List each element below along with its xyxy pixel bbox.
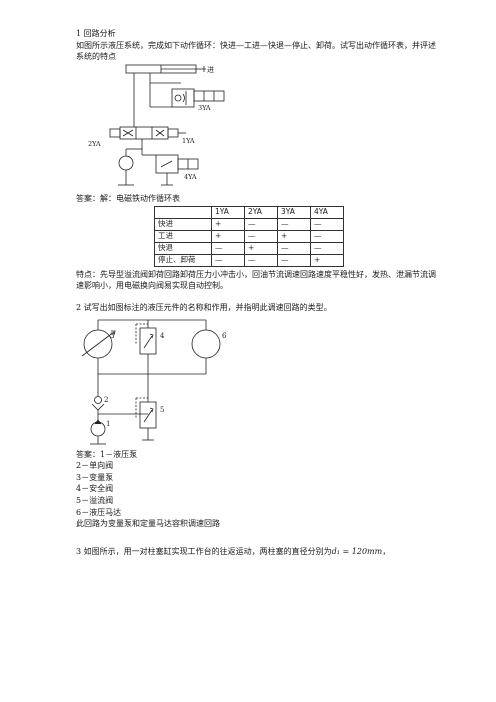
table-row: 快进 + — — — (154, 218, 344, 232)
table-cell: — (244, 253, 278, 267)
solenoid-action-table: 1YA 2YA 3YA 4YA 快进 + — — — 工进 + — + — 快退… (154, 206, 344, 267)
table-cell: — (277, 218, 311, 232)
label-1ya: 1YA (182, 137, 195, 145)
label-1: 1 (106, 420, 110, 428)
table-header-row: 1YA 2YA 3YA 4YA (154, 206, 344, 220)
table-cell: — (310, 242, 344, 255)
section3-tail: ， (382, 546, 391, 556)
table-cell: — (277, 253, 311, 267)
table-cell: + (277, 230, 311, 243)
hydraulic-circuit-diagram-2: 3 4 6 2 5 1 (81, 319, 227, 444)
label-4: 4 (160, 332, 165, 340)
answer-item: 答案：1－液压泵 (76, 449, 138, 459)
section3-question: 3 如图所示，用一对柱塞缸实现工作台的往返运动，两柱塞的直径分别为 (76, 546, 332, 556)
table-header: 3YA (277, 206, 311, 220)
section1-features: 特点：先导型溢流阀卸荷回路卸荷压力小冲击小，回油节流调速回路速度平稳性好，发热、… (76, 269, 436, 291)
table-cell: + (310, 253, 344, 267)
section2-conclusion: 此回路为变量泵和定量马达容积调速回路 (76, 519, 220, 529)
table-cell: — (211, 253, 245, 267)
table-header: 2YA (244, 206, 278, 220)
table-cell: + (244, 242, 278, 255)
pump (118, 155, 134, 171)
table-cell: — (310, 230, 344, 243)
label-2: 2 (104, 396, 108, 404)
section3-formula: d₁ = 120mm (331, 546, 383, 556)
document-page: 1 回路分析 如图所示液压系统，完成如下动作循环：快进—工进—快退—停止、卸荷。… (76, 28, 436, 557)
safety-valve-4 (139, 327, 157, 354)
answer-item: 3－变量泵 (76, 472, 114, 482)
table-row: 快退 — + — — (154, 242, 344, 255)
table-cell: 快进 (154, 218, 212, 232)
table-header: 4YA (310, 206, 344, 220)
table-cell: 工进 (154, 230, 212, 243)
label-3ya: 3YA (198, 104, 211, 112)
table-cell: — (244, 230, 278, 243)
hydraulic-pump-1 (90, 421, 106, 436)
table-header (154, 206, 212, 220)
section1-answer-intro: 答案：解：电磁铁动作循环表 (76, 193, 180, 203)
table-row: 工进 + — + — (154, 230, 344, 243)
table-cell: 停止、卸荷 (154, 253, 212, 267)
section2-title: 2 试写出如图标注的液压元件的名称和作用，并指明此调速回路的类型。 (76, 302, 332, 312)
check-valve-2 (94, 395, 102, 404)
section2-answers: 答案：1－液压泵 2－单向阀 3－变量泵 4－安全阀 5－溢流阀 6－液压马达 (76, 449, 436, 519)
label-3: 3 (110, 332, 114, 340)
label-5: 5 (160, 406, 164, 414)
label-2ya: 2YA (88, 140, 101, 148)
table-cell: + (211, 230, 245, 243)
relief-valve-5 (139, 401, 157, 428)
label-4ya: 4YA (184, 173, 197, 181)
answer-item: 4－安全阀 (76, 484, 114, 494)
hydraulic-circuit-diagram-1: 进 3YA 2YA 1YA 4YA (88, 64, 225, 186)
table-row: 停止、卸荷 — — — + (154, 253, 344, 267)
table-cell: 快退 (154, 242, 212, 255)
table-cell: — (277, 242, 311, 255)
main-directional-valve (119, 126, 169, 140)
answer-item: 6－液压马达 (76, 507, 122, 517)
section1-title: 1 回路分析 (76, 29, 116, 38)
table-cell: — (244, 218, 278, 232)
label-6: 6 (222, 332, 227, 340)
label-inlet: 进 (207, 66, 214, 74)
answer-item: 2－单向阀 (76, 461, 114, 471)
hydraulic-motor-6 (191, 329, 221, 358)
answer-item: 5－溢流阀 (76, 495, 114, 505)
table-cell: — (211, 242, 245, 255)
table-header: 1YA (211, 206, 245, 220)
section1-question: 如图所示液压系统，完成如下动作循环：快进—工进—快退—停止、卸荷。试写出动作循环… (76, 40, 436, 62)
table-cell: — (310, 218, 344, 232)
table-cell: + (211, 218, 245, 232)
section3-text: 3 如图所示，用一对柱塞缸实现工作台的往返运动，两柱塞的直径分别为d₁ = 12… (76, 546, 436, 558)
valve-3ya (193, 90, 225, 102)
